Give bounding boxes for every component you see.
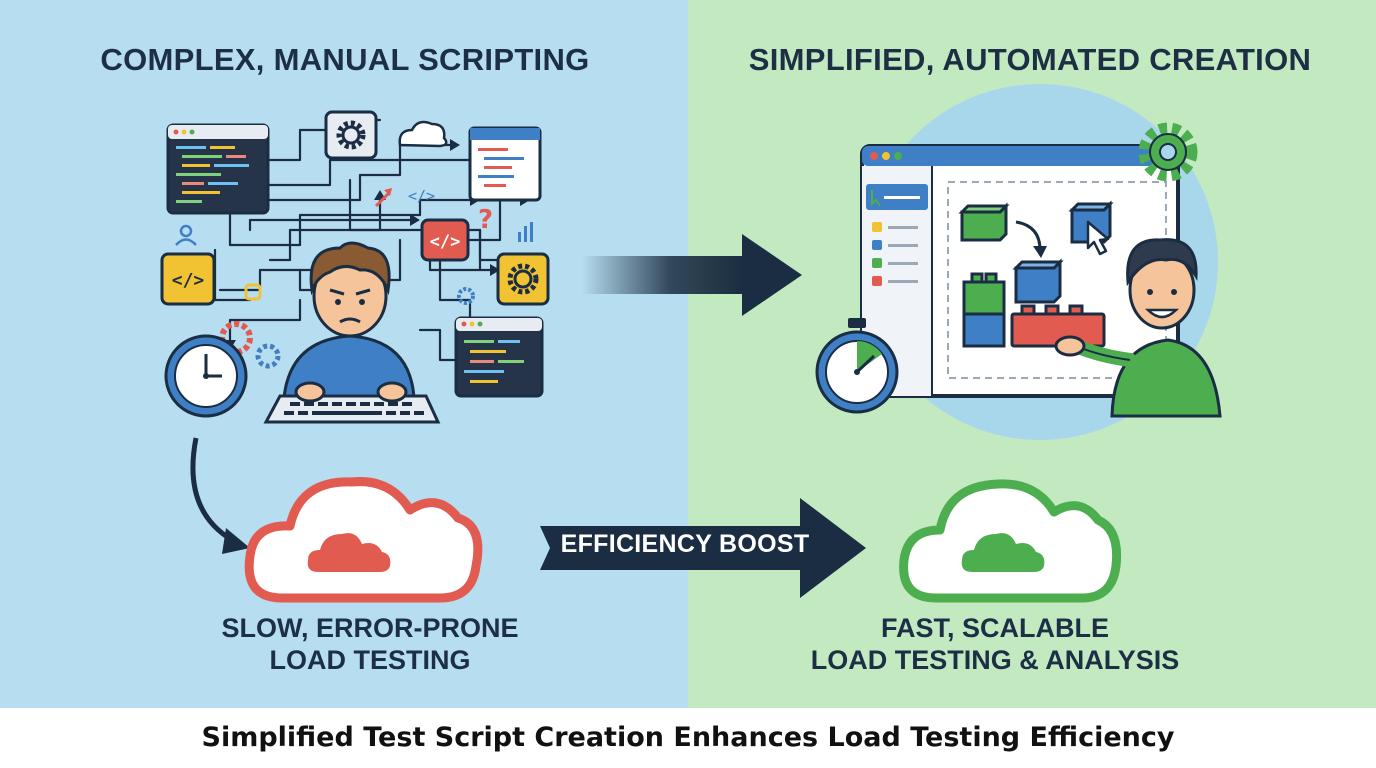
- gear-icon: [1138, 122, 1198, 182]
- cursor-icon: [1086, 220, 1110, 256]
- code-window-icon: </>: [420, 218, 470, 262]
- right-outcome-text: FAST, SCALABLE LOAD TESTING & ANALYSIS: [760, 612, 1230, 676]
- efficiency-boost-arrow: [540, 498, 866, 598]
- clock-icon: [164, 321, 281, 418]
- right-panel-heading: SIMPLIFIED, AUTOMATED CREATION: [748, 42, 1312, 77]
- curved-flow-arrowhead: [222, 528, 250, 554]
- gear-icon: [457, 287, 475, 305]
- svg-text:</>: </>: [430, 232, 461, 252]
- code-window-icon: </>: [160, 252, 216, 306]
- left-outcome-line1: SLOW, ERROR-PRONE: [221, 613, 519, 643]
- left-outcome-text: SLOW, ERROR-PRONE LOAD TESTING: [170, 612, 570, 676]
- caption-bar: Simplified Test Script Creation Enhances…: [0, 708, 1376, 768]
- error-arrowhead: [384, 188, 392, 196]
- success-cloud-icon: [899, 479, 1122, 603]
- gear-icon: [324, 110, 378, 160]
- cloud-icon: [398, 120, 448, 148]
- curved-flow-arrow: [190, 437, 234, 543]
- svg-text:</>: </>: [172, 270, 205, 291]
- right-outcome-line2: LOAD TESTING & ANALYSIS: [810, 645, 1180, 675]
- efficiency-boost-label: EFFICIENCY BOOST: [560, 530, 810, 558]
- building-block-icon: [958, 200, 1114, 348]
- error-arrow-icon: [374, 190, 392, 208]
- drag-arrowhead: [1033, 246, 1047, 258]
- bar-chart-icon: [518, 222, 533, 242]
- question-mark-icon: ?: [478, 205, 493, 235]
- small-square-icon: [244, 283, 262, 301]
- left-panel-heading: COMPLEX, MANUAL SCRIPTING: [100, 42, 590, 77]
- gear-icon: [496, 252, 550, 306]
- code-window-icon: [166, 123, 270, 215]
- caption-text: Simplified Test Script Creation Enhances…: [201, 722, 1175, 753]
- error-cloud-icon: [244, 477, 483, 603]
- code-window-icon: [468, 126, 542, 202]
- transition-arrow: [582, 234, 802, 316]
- right-outcome-line1: FAST, SCALABLE: [880, 613, 1109, 643]
- user-icon: [175, 224, 197, 246]
- happy-developer: [1054, 238, 1222, 418]
- left-outcome-line2: LOAD TESTING: [269, 645, 471, 675]
- stopwatch-icon: [815, 318, 899, 414]
- code-window-icon: [454, 316, 544, 398]
- keyboard-icon: [263, 381, 441, 424]
- code-tag-icon: </>: [408, 187, 435, 205]
